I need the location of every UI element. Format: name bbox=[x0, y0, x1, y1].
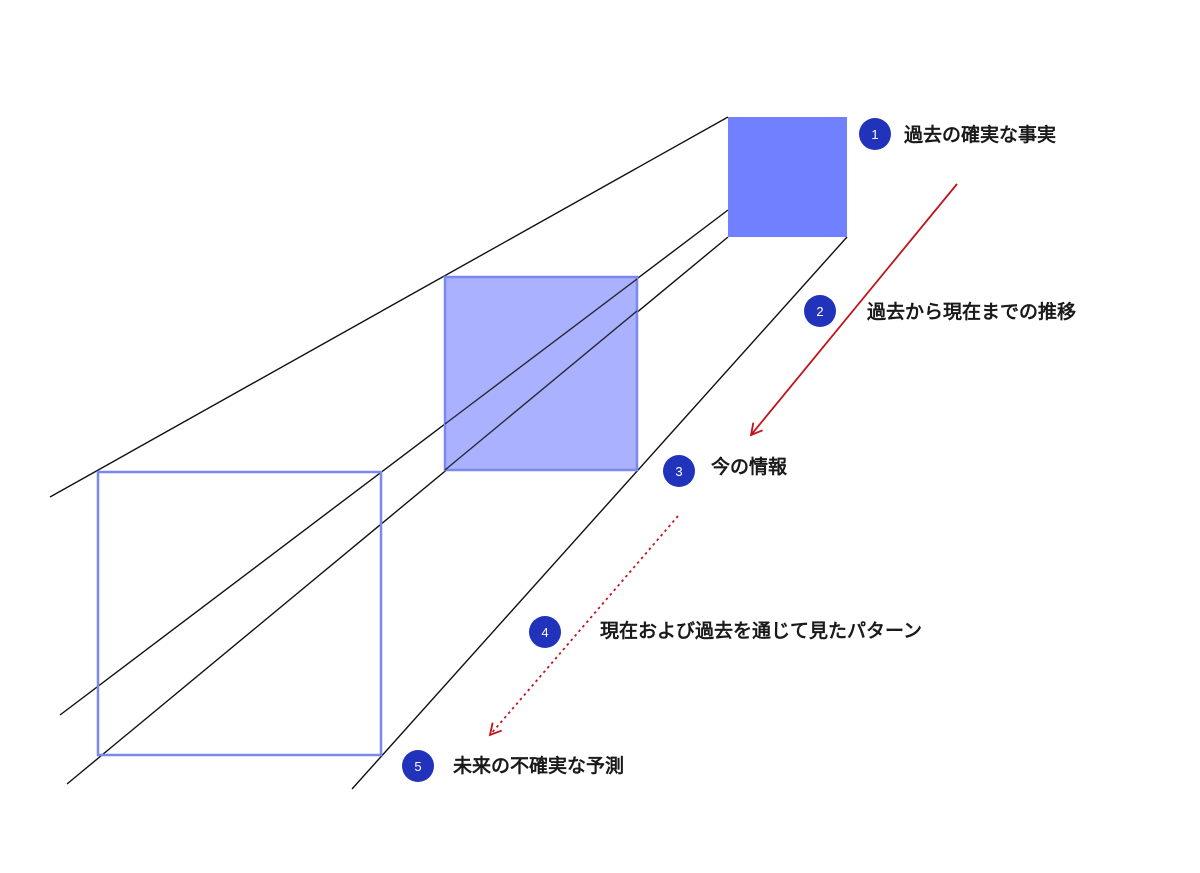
step-badge bbox=[529, 616, 561, 648]
perspective-line-bottom bbox=[351, 236, 848, 790]
inner-line-upper bbox=[444, 278, 638, 425]
step-number: 2 bbox=[816, 304, 823, 319]
present-square bbox=[443, 275, 639, 472]
step-5: 5 未来の不確実な予測 bbox=[402, 750, 624, 782]
step-badge bbox=[859, 118, 891, 150]
past-square bbox=[728, 117, 847, 237]
step-badge bbox=[804, 295, 836, 327]
step-number: 1 bbox=[871, 127, 878, 142]
step-number: 4 bbox=[541, 625, 548, 640]
past-to-present-arrow bbox=[749, 183, 958, 437]
present-square-inner-lines bbox=[444, 278, 638, 471]
step-label: 現在および過去を通じて見たパターン bbox=[600, 619, 922, 642]
step-4: 4 現在および過去を通じて見たパターン bbox=[529, 616, 922, 648]
step-number: 3 bbox=[675, 464, 682, 479]
step-badge bbox=[402, 750, 434, 782]
step-2: 2 過去から現在までの推移 bbox=[804, 295, 1076, 327]
step-label: 未来の不確実な予測 bbox=[452, 754, 624, 777]
inner-line-lower bbox=[444, 310, 638, 471]
future-square bbox=[96, 470, 383, 757]
step-badge bbox=[663, 455, 695, 487]
step-1: 1 過去の確実な事実 bbox=[859, 118, 1056, 150]
step-number: 5 bbox=[414, 759, 421, 774]
present-to-future-arrow bbox=[488, 515, 679, 737]
step-label: 今の情報 bbox=[710, 455, 788, 478]
perspective-line-top bbox=[49, 116, 729, 498]
step-3: 3 今の情報 bbox=[663, 455, 788, 487]
step-label: 過去の確実な事実 bbox=[904, 123, 1056, 146]
step-label: 過去から現在までの推移 bbox=[867, 300, 1076, 323]
